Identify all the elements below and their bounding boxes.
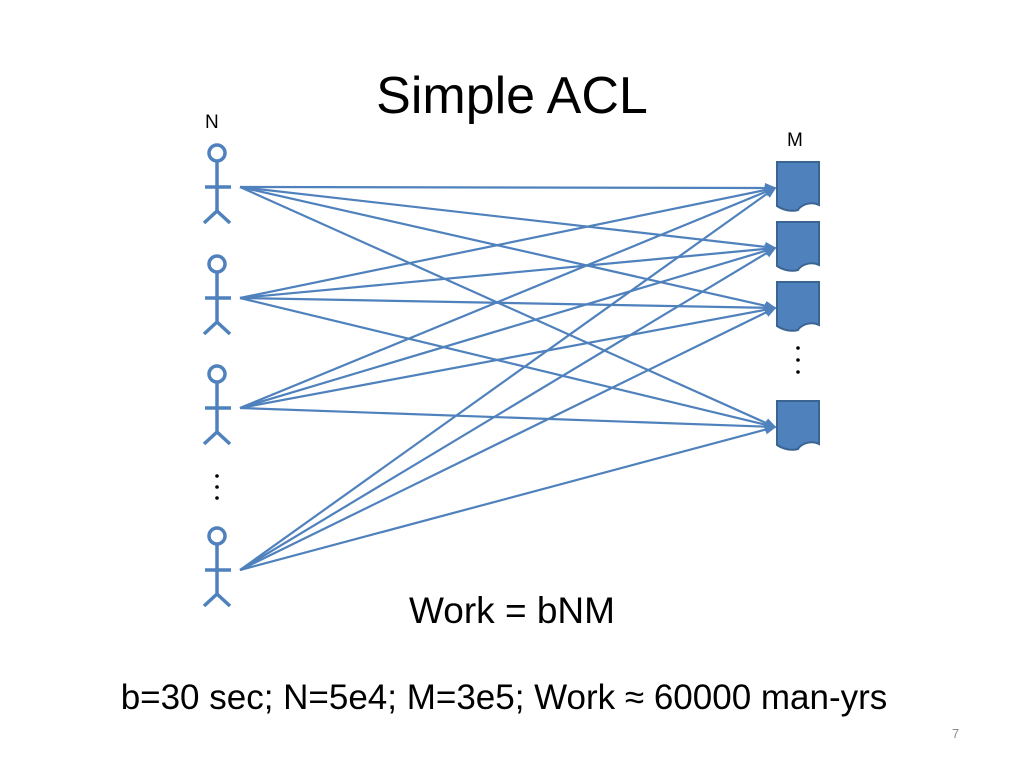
connection-line [239,185,777,300]
connection-line [239,246,777,410]
document-icon [776,281,820,332]
page-number: 7 [952,726,960,741]
slide-title: Simple ACL [376,67,648,125]
connection-line [239,185,777,429]
connection-line [239,185,777,311]
document-icon [776,400,820,451]
users-label: N [205,112,219,133]
connection-line [239,304,777,410]
user-figure [202,526,232,608]
document-icon [776,161,820,212]
work-calculation: b=30 sec; N=5e4; M=3e5; Work ≈ 60000 man… [120,678,888,717]
connection-line [239,406,777,432]
connection-lines [239,182,777,572]
users-ellipsis [215,474,219,500]
connection-line [239,307,777,571]
connection-line [239,296,777,313]
user-figure [202,143,232,225]
connection-line [239,186,777,571]
objects-label: M [787,130,803,151]
objects-ellipsis [796,346,800,374]
user-figure [202,364,232,446]
connection-line [239,296,777,430]
connection-line [239,424,777,572]
connection-line [239,246,777,571]
connection-line [239,243,777,300]
work-formula: Work = bNM [409,590,615,631]
document-icon [776,221,820,272]
connection-line [239,186,777,410]
connection-line [239,182,777,193]
connection-line [239,185,777,252]
user-figures [202,143,232,608]
user-figure [202,254,232,336]
object-documents [776,161,820,451]
